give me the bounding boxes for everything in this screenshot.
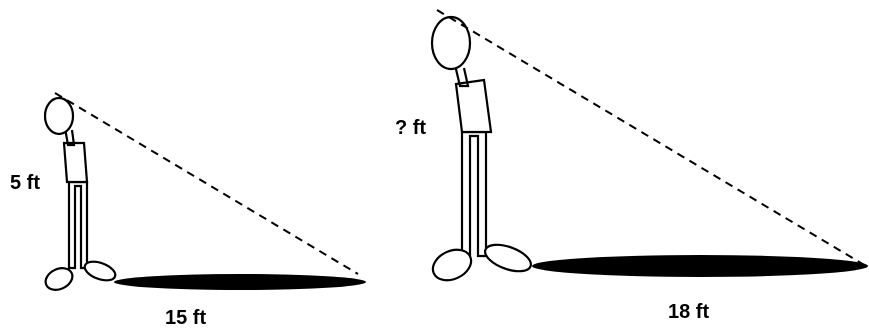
tall-person-height-label: ? ft [395, 118, 426, 138]
tall-person-torso [456, 80, 491, 132]
small-person-shadow [114, 274, 366, 290]
small-person-height-label: 5 ft [10, 173, 40, 193]
small-person-sight-line [55, 93, 358, 274]
small-person-legs [69, 182, 87, 268]
small-person-head [45, 98, 73, 134]
small-person-shadow-label: 15 ft [165, 308, 206, 328]
tall-person-right-foot [482, 239, 535, 276]
small-person-figure [42, 98, 366, 294]
tall-person-figure [428, 17, 868, 286]
small-person-right-foot [82, 258, 118, 284]
tall-person-shadow [532, 255, 868, 277]
tall-person-shadow-label: 18 ft [668, 302, 709, 322]
tall-person-sight-line [437, 10, 866, 266]
tall-person-legs [462, 132, 486, 256]
small-person-torso [64, 143, 87, 182]
tall-person-head [432, 17, 470, 69]
